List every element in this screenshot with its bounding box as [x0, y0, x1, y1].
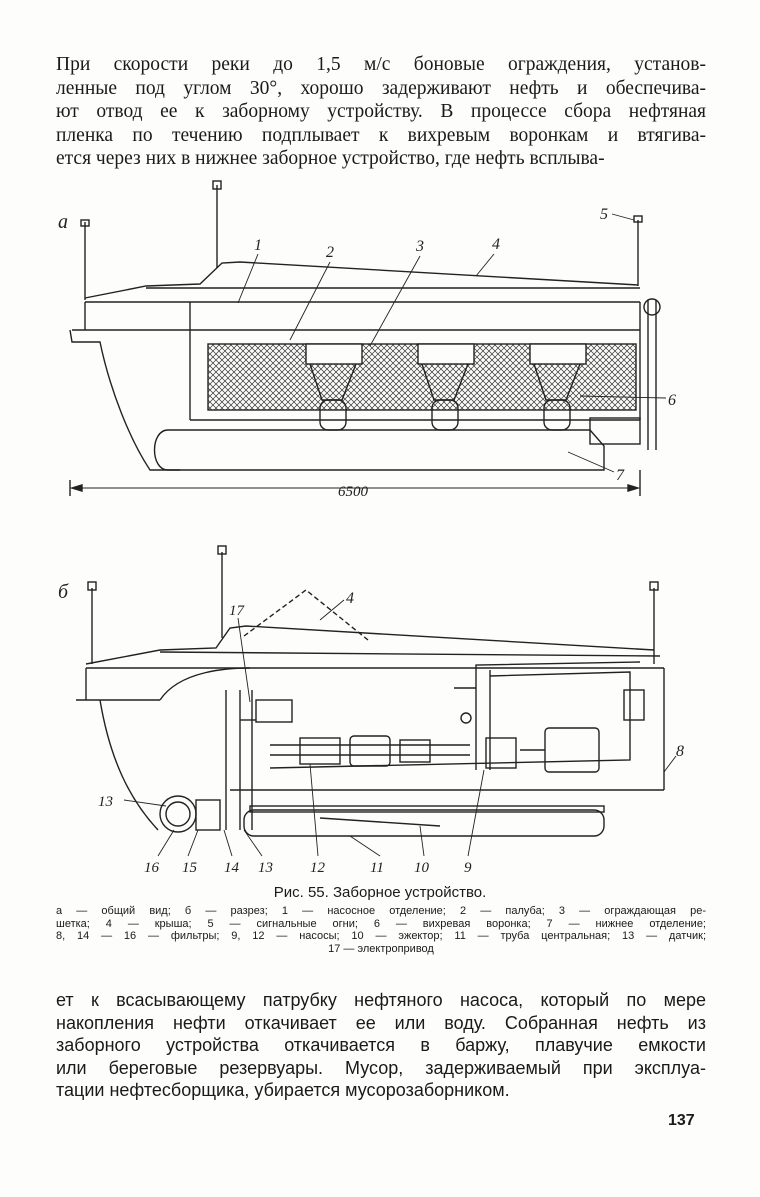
callout-13b: 13 — [258, 860, 273, 876]
text-line: ют отвод ее к заборному устройству. В пр… — [56, 101, 706, 122]
callout-12: 12 — [310, 860, 326, 876]
figure-drawing: а — [58, 180, 684, 876]
view-a-label: а — [58, 211, 68, 233]
legend-line: а — общий вид; б — разрез; 1 — насосное … — [56, 905, 706, 917]
callout-3: 3 — [415, 238, 424, 255]
callout-9: 9 — [464, 860, 472, 876]
callout-1: 1 — [254, 237, 262, 254]
legend-line: 17 — электропривод — [328, 942, 434, 955]
callout-13a: 13 — [98, 794, 113, 810]
callout-4b: 4 — [346, 590, 354, 607]
callout-15: 15 — [182, 860, 198, 876]
text-line: При скорости реки до 1,5 м/с боновые огр… — [56, 54, 706, 75]
callout-5: 5 — [600, 206, 608, 223]
legend-line: шетка; 4 — крыша; 5 — сигнальные огни; 6… — [56, 917, 706, 930]
callout-7: 7 — [616, 467, 625, 484]
bottom-paragraph: ет к всасывающему патрубку нефтяного нас… — [56, 989, 706, 1102]
text-line: накопления нефти откачивает ее или воду.… — [56, 1012, 706, 1033]
text-line: заборного устройства откачивается в барж… — [56, 1035, 706, 1055]
callout-17: 17 — [229, 603, 246, 619]
legend-line: 8, 14 — 16 — фильтры; 9, 12 — насосы; 10… — [56, 930, 706, 942]
view-b-label: б — [58, 581, 69, 603]
text-line: или береговые резервуары. Мусор, задержи… — [56, 1057, 706, 1078]
text-line: ленные под углом 30°, хорошо задерживают… — [56, 77, 706, 99]
callout-10: 10 — [414, 860, 430, 876]
callout-16: 16 — [144, 860, 160, 876]
figure-legend: а — общий вид; б — разрез; 1 — насосное … — [56, 905, 706, 955]
page-number: 137 — [668, 1112, 695, 1129]
callout-4: 4 — [492, 236, 500, 253]
callout-6: 6 — [668, 392, 676, 409]
text-line: тации нефтесборщика, убирается мусорозаб… — [56, 1080, 510, 1100]
callout-2: 2 — [326, 244, 334, 261]
text-line: пленка по течению подплывает к вихревым … — [56, 124, 706, 146]
figure-caption: Рис. 55. Заборное устройство. — [273, 884, 487, 901]
dimension-label: 6500 — [338, 484, 369, 500]
callout-8: 8 — [676, 743, 684, 760]
text-line: ет к всасывающему патрубку нефтяного нас… — [56, 990, 706, 1010]
callout-14: 14 — [224, 860, 240, 876]
callout-11: 11 — [370, 860, 384, 876]
text-line: ется через них в нижнее заборное устройс… — [56, 148, 605, 169]
top-paragraph: При скорости реки до 1,5 м/с боновые огр… — [56, 53, 706, 171]
